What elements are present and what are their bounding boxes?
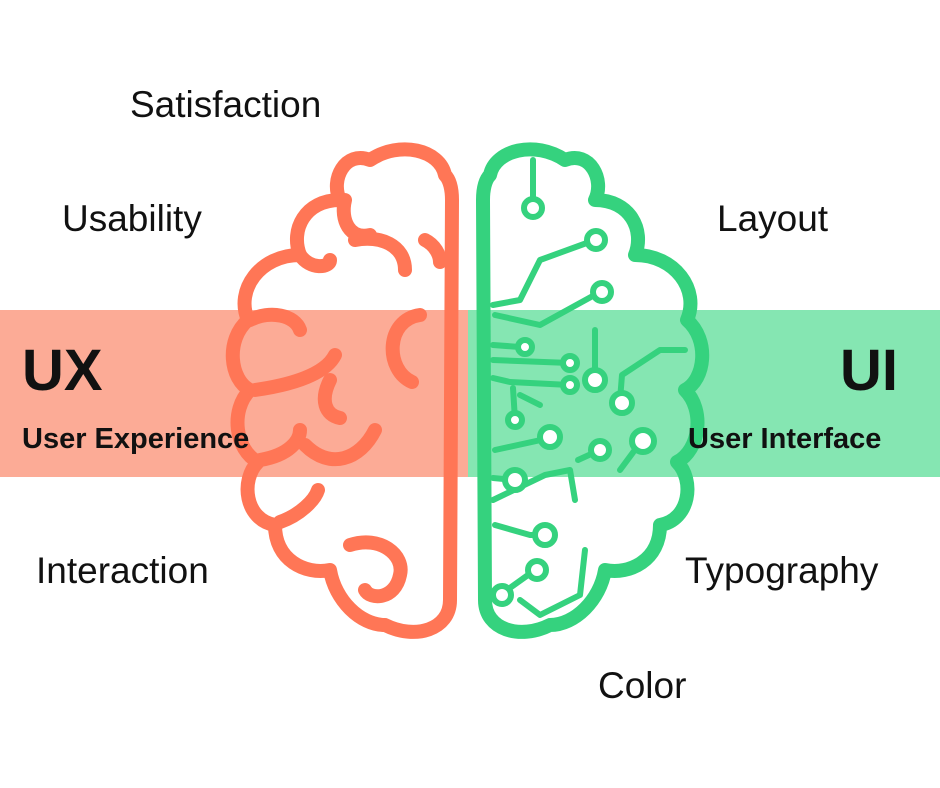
left-brain-fold	[253, 423, 307, 467]
circuit-node	[537, 424, 563, 450]
circuit-node	[560, 375, 580, 395]
left-brain-fold	[317, 373, 347, 425]
circuit-nodes	[490, 196, 657, 607]
left-brain-fold	[243, 307, 307, 337]
ui-term-typography: Typography	[685, 550, 879, 591]
left-brain-fold	[248, 348, 342, 397]
circuit-node	[505, 410, 525, 430]
left-brain-outline	[225, 142, 459, 639]
circuit-node	[629, 427, 657, 455]
left-brain-fold	[273, 483, 325, 529]
ux-term-usability: Usability	[62, 198, 202, 239]
left-brain-hemisphere	[225, 142, 459, 639]
right-brain-outline	[476, 142, 710, 639]
circuit-node	[515, 337, 535, 357]
circuit-node	[584, 228, 608, 252]
circuit-node	[521, 196, 545, 220]
left-brain-fold	[385, 308, 427, 389]
ux-term-satisfaction: Satisfaction	[130, 84, 322, 125]
circuit-node	[588, 438, 612, 462]
left-brain-fold	[336, 193, 377, 243]
left-brain-fold	[343, 535, 408, 604]
left-brain-fold	[298, 423, 382, 467]
circuit-node	[590, 280, 614, 304]
circuit-node	[532, 522, 558, 548]
ui-subtitle: User Interface	[688, 423, 882, 455]
ux-subtitle: User Experience	[22, 423, 250, 455]
circuit-node	[490, 583, 514, 607]
right-brain-hemisphere	[476, 142, 710, 639]
circuit-node	[525, 558, 549, 582]
circuit-node	[609, 390, 635, 416]
circuit-node	[582, 367, 608, 393]
left-brain-fold	[418, 233, 447, 269]
ui-title: UI	[840, 338, 898, 403]
circuit-node	[560, 353, 580, 373]
ui-term-color: Color	[598, 665, 687, 706]
circuit-node	[502, 467, 528, 493]
ux-title: UX	[22, 338, 103, 403]
left-brain-fold	[348, 231, 412, 277]
ux-term-interaction: Interaction	[36, 550, 209, 591]
ui-term-layout: Layout	[717, 198, 829, 239]
left-brain-fold	[293, 248, 337, 274]
